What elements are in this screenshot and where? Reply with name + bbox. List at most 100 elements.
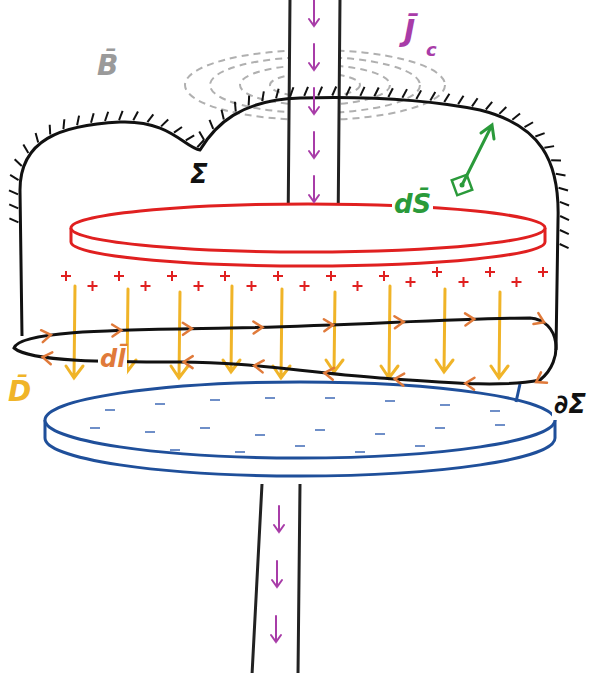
- hatch-tick: [512, 114, 520, 120]
- top-wire: [288, 0, 340, 234]
- hatch-tick: [91, 113, 94, 122]
- minus-sign: [235, 451, 245, 453]
- hatch-tick: [388, 88, 392, 97]
- plus-sign: [61, 271, 71, 281]
- hatch-tick: [346, 87, 350, 96]
- plus-sign: [300, 281, 310, 291]
- hatch-tick: [9, 218, 18, 222]
- d-arrow: [171, 292, 188, 378]
- hatch-tick: [15, 159, 22, 166]
- minus-sign: [315, 429, 325, 431]
- hatch-tick: [10, 175, 18, 180]
- hatch-tick: [9, 204, 18, 208]
- dl-chevron: [184, 356, 193, 368]
- hatch-tick: [105, 112, 108, 121]
- hatch-tick: [36, 133, 39, 143]
- bottom-wire: [252, 484, 300, 673]
- hatch-tick: [544, 146, 554, 148]
- hatch-tick: [9, 190, 18, 194]
- current-arrows: [271, 0, 319, 642]
- hatch-tick: [62, 119, 65, 129]
- current-arrow: [271, 616, 281, 642]
- d-arrow: [326, 292, 343, 372]
- dl-chevron: [533, 313, 544, 324]
- minus-sign: [265, 397, 275, 399]
- minus-sign: [385, 400, 395, 402]
- minus-sign: [435, 427, 445, 429]
- dl-chevron: [183, 323, 192, 335]
- hatch-tick: [499, 107, 506, 114]
- minus-sign: [170, 449, 180, 451]
- dl-chevron: [254, 360, 264, 372]
- dl-chevron: [395, 374, 404, 386]
- d-arrow: [491, 292, 508, 378]
- magnetic-field-symbol: B̄: [95, 50, 120, 82]
- minus-sign: [155, 403, 165, 405]
- hatch-tick: [535, 133, 544, 136]
- negative-charges: [90, 398, 505, 452]
- d-arrow: [381, 286, 398, 378]
- plus-sign: [141, 281, 151, 291]
- line-element-symbol: dl̄: [98, 346, 127, 374]
- dl-chevron: [43, 352, 53, 364]
- hatch-tick: [444, 94, 449, 102]
- plus-sign: [353, 281, 363, 291]
- hatch-tick: [551, 159, 561, 161]
- minus-sign: [355, 451, 365, 453]
- hatch-tick: [472, 98, 478, 106]
- minus-sign: [375, 433, 385, 435]
- plus-sign: [432, 267, 442, 277]
- dl-chevron: [536, 372, 547, 382]
- dl-chevron: [465, 313, 474, 325]
- hatch-tick: [559, 188, 568, 191]
- minus-sign: [295, 445, 305, 447]
- minus-sign: [200, 427, 210, 429]
- minus-sign: [495, 424, 505, 426]
- current-arrow: [274, 506, 284, 532]
- dl-chevron: [112, 325, 121, 337]
- plus-sign: [194, 281, 204, 291]
- hatch-tick: [556, 174, 566, 176]
- surface-symbol: Σ: [188, 160, 210, 190]
- hatch-tick: [119, 111, 123, 120]
- minus-sign: [415, 445, 425, 447]
- boundary-loop: [14, 318, 556, 384]
- hatch-tick: [209, 120, 213, 129]
- line-element-arrows: [41, 313, 547, 390]
- minus-sign: [440, 404, 450, 406]
- plus-sign: [88, 281, 98, 291]
- positive-charges: [61, 267, 548, 291]
- plus-sign: [406, 277, 416, 287]
- d-arrow: [273, 289, 290, 378]
- subscript: c: [424, 40, 439, 61]
- dl-chevron: [324, 319, 333, 331]
- minus-sign: [105, 409, 115, 411]
- hatch-tick: [77, 116, 79, 126]
- hatch-tick: [199, 131, 204, 140]
- current-arrow: [309, 176, 319, 202]
- minus-sign: [210, 399, 220, 401]
- hatch-tick: [560, 216, 569, 220]
- surface-sigma: [20, 98, 558, 351]
- minus-sign: [90, 427, 100, 429]
- displacement-field-arrows: [66, 286, 508, 378]
- current-arrow: [309, 0, 319, 26]
- minus-sign: [325, 397, 335, 399]
- boundary-symbol: ∂Σ: [552, 390, 588, 420]
- plate-tab: [516, 384, 520, 402]
- dl-chevron: [394, 316, 403, 328]
- dl-chevron: [253, 321, 262, 333]
- hatch-tick: [234, 102, 237, 112]
- hatch-tick: [222, 110, 224, 120]
- current-arrow: [272, 561, 282, 587]
- hatch-tick: [161, 120, 168, 127]
- minus-sign: [490, 410, 500, 412]
- plus-sign: [379, 271, 389, 281]
- hatch-tick: [147, 114, 153, 122]
- hatch-tick: [304, 87, 308, 96]
- hatch-tick: [560, 230, 569, 234]
- hatch-tick: [486, 102, 492, 110]
- hatch-tick: [374, 87, 378, 96]
- plus-sign: [512, 277, 522, 287]
